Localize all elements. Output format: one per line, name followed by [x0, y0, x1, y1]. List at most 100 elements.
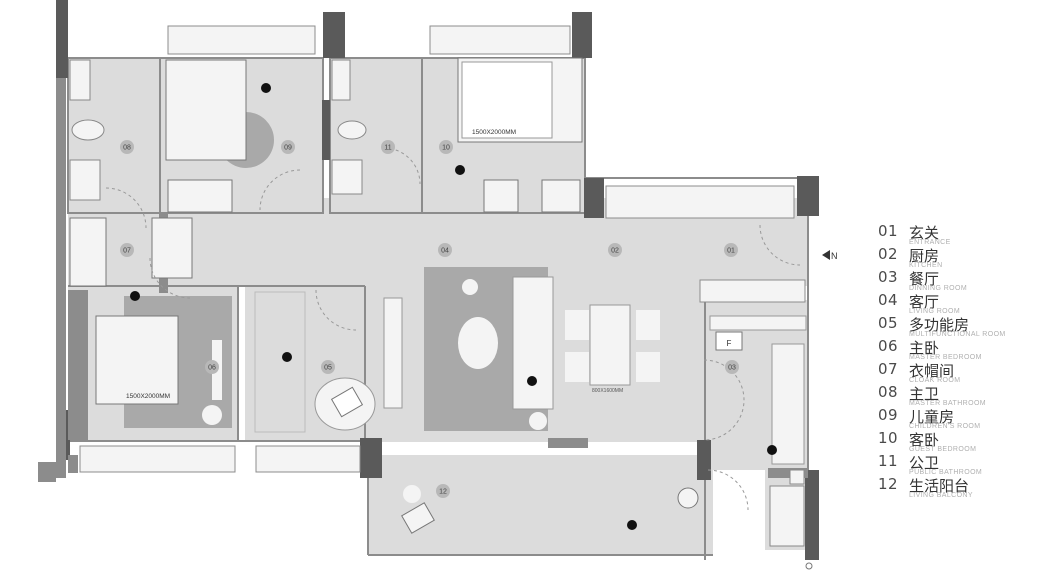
- legend-room-name: 餐厅: [909, 270, 940, 288]
- legend-room-name: 厨房: [909, 247, 940, 265]
- side-table: [462, 279, 478, 295]
- room-marker-circle: [438, 243, 452, 257]
- legend-room-name: 主卧: [909, 339, 940, 357]
- room-marker-07: 07: [120, 243, 134, 257]
- room-marker-circle: [724, 243, 738, 257]
- room-marker-circle: [439, 140, 453, 154]
- balcony-furniture: [401, 485, 813, 570]
- room-marker-03: 03: [725, 360, 739, 374]
- legend-room-english: ENTRANCE: [909, 239, 951, 246]
- room-marker-10: 10: [439, 140, 453, 154]
- closets: [69, 179, 581, 287]
- legend-room-english: PUBLIC BATHROOM: [909, 469, 983, 476]
- room-marker-circle: [436, 484, 450, 498]
- bed-master: 1500X2000MM: [95, 315, 179, 405]
- entrance-marker-label: N: [831, 251, 838, 261]
- bed-guest: 1500X2000MM: [457, 57, 583, 143]
- legend-number: 06: [878, 337, 899, 355]
- room-marker-12: 12: [436, 484, 450, 498]
- legend-number: 08: [878, 383, 899, 401]
- room-marker-circle: [725, 360, 739, 374]
- room-marker-label: 11: [384, 145, 391, 152]
- room-marker-08: 08: [120, 140, 134, 154]
- legend-room-english: KITCHEN: [909, 262, 943, 269]
- legend-number: 01: [878, 222, 899, 240]
- legend-number: 11: [878, 452, 899, 470]
- wall-columns: [56, 0, 819, 560]
- people: [130, 83, 777, 530]
- room-marker-circle: [281, 140, 295, 154]
- room-marker-circle: [120, 243, 134, 257]
- bed-label-guest: 1500X2000MM: [472, 129, 516, 136]
- floor-plan-svg: 1500X2000MM 1500X2000MM 800X1600MM F: [38, 0, 838, 570]
- legend-number: 07: [878, 360, 899, 378]
- room-marker-circle: [608, 243, 622, 257]
- side-table-2: [529, 412, 547, 430]
- room-marker-circle: [381, 140, 395, 154]
- room-marker-circle: [205, 360, 219, 374]
- dining-label: 800X1600MM: [592, 388, 623, 394]
- floor-plan: 1500X2000MM 1500X2000MM 800X1600MM F: [38, 0, 838, 570]
- bed-label-master: 1500X2000MM: [126, 393, 170, 400]
- room-marker-label: 09: [284, 145, 292, 152]
- legend-number: 10: [878, 429, 899, 447]
- legend-number: 05: [878, 314, 899, 332]
- room-marker-label: 12: [439, 489, 447, 496]
- legend-room-english: MULTIFUNCTIONAL ROOM: [909, 331, 1006, 338]
- dining-table: [589, 304, 631, 386]
- room-marker-label: 05: [324, 365, 332, 372]
- windows: [79, 25, 806, 473]
- room-marker-09: 09: [281, 140, 295, 154]
- legend-room-english: LIVING ROOM: [909, 308, 961, 315]
- room-marker-label: 06: [208, 365, 216, 372]
- room-marker-04: 04: [438, 243, 452, 257]
- legend-room-english: CLOAK ROOM: [909, 377, 961, 384]
- legend-room-name: 客厅: [909, 293, 940, 311]
- door-swings: [105, 147, 801, 511]
- legend-number: 09: [878, 406, 899, 424]
- room-marker-11: 11: [381, 140, 395, 154]
- legend-room-english: MASTER BATHROOM: [909, 400, 987, 407]
- room-marker-circle: [120, 140, 134, 154]
- fridge-label: F: [727, 339, 732, 348]
- legend-room-name: 衣帽间: [909, 362, 955, 380]
- legend-room-english: MASTER BEDROOM: [909, 354, 982, 361]
- legend-number: 02: [878, 245, 899, 263]
- room-marker-label: 02: [611, 248, 619, 255]
- legend-room-name: 客卧: [909, 431, 940, 449]
- room-markers: 01 02 03 04 05 06 07 08 09 10 11 12: [120, 140, 739, 498]
- legend-room-english: DINNING ROOM: [909, 285, 968, 292]
- room-marker-label: 08: [123, 145, 131, 152]
- legend-room-name: 公卫: [909, 454, 940, 472]
- tv-console: [383, 297, 403, 409]
- room-marker-label: 04: [441, 248, 449, 255]
- room-marker-label: 10: [442, 145, 450, 152]
- legend-room-name: 儿童房: [909, 408, 955, 426]
- legend-number: 12: [878, 475, 899, 493]
- kitchen-furniture: F: [709, 315, 807, 465]
- bed-children: [165, 59, 274, 168]
- room-marker-circle: [321, 360, 335, 374]
- room-marker-05: 05: [321, 360, 335, 374]
- room-marker-label: 03: [728, 365, 736, 372]
- room-marker-06: 06: [205, 360, 219, 374]
- entrance-marker: N: [822, 250, 838, 261]
- legend-number: 04: [878, 291, 899, 309]
- legend-room-name: 主卫: [909, 385, 940, 403]
- legend-room-name: 多功能房: [909, 316, 970, 334]
- legend-number: 03: [878, 268, 899, 286]
- sofa: [512, 276, 554, 410]
- room-marker-01: 01: [724, 243, 738, 257]
